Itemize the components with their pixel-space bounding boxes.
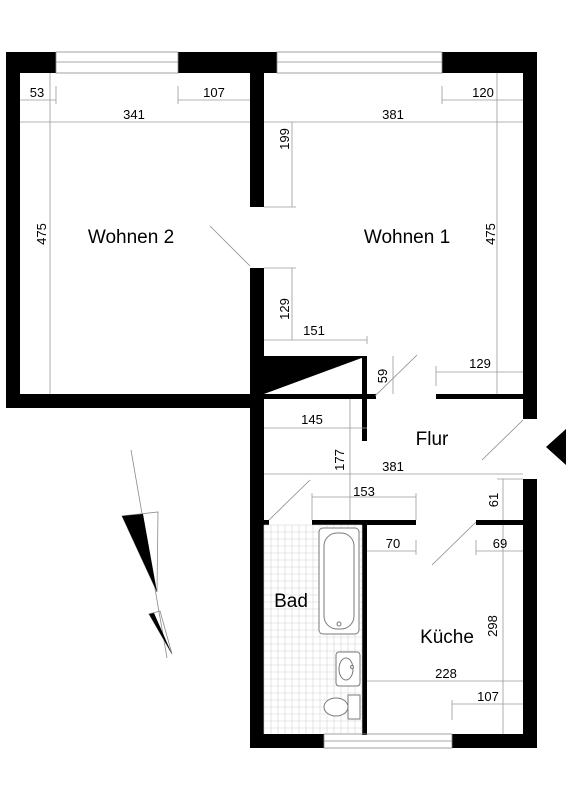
room-label-wohnen-1: Wohnen 1 xyxy=(364,227,450,248)
dim-w1-wall-top: 199 xyxy=(277,128,292,150)
dim-kitchen-right: 69 xyxy=(493,536,507,551)
room-labels: Wohnen 2 Wohnen 1 Flur Bad Küche xyxy=(88,227,474,648)
room-label-bad: Bad xyxy=(274,591,308,612)
sink-icon xyxy=(335,651,361,687)
dim-kitchen-depth: 298 xyxy=(485,615,500,637)
dim-kitchen-left: 70 xyxy=(386,536,400,551)
dim-w2-width: 341 xyxy=(123,107,145,122)
bathtub-icon xyxy=(318,527,360,635)
dimension-lines xyxy=(20,73,523,734)
north-arrow-icon xyxy=(121,449,173,659)
dim-w1-depth: 475 xyxy=(483,223,498,245)
dim-bad-door: 153 xyxy=(353,484,375,499)
room-label-kueche: Küche xyxy=(420,627,474,648)
dimension-labels: 53 107 341 475 199 381 120 475 129 151 1… xyxy=(30,85,507,704)
dim-w2-window-left: 53 xyxy=(30,85,44,100)
toilet-icon xyxy=(323,694,361,720)
door-swings xyxy=(209,225,524,566)
room-label-wohnen-2: Wohnen 2 xyxy=(88,227,174,248)
dim-flur-height: 177 xyxy=(332,449,347,471)
dim-kitchen-width: 228 xyxy=(435,666,457,681)
dim-w2-window-right: 107 xyxy=(203,85,225,100)
dim-flur-width: 381 xyxy=(382,459,404,474)
dim-w1-wall-bottom-width: 151 xyxy=(303,323,325,338)
dim-w1-right-wall: 129 xyxy=(469,356,491,371)
room-label-flur: Flur xyxy=(416,429,449,450)
windows xyxy=(55,51,453,749)
dim-closet-height: 59 xyxy=(375,369,390,383)
walls xyxy=(6,52,566,748)
dim-w1-wall-bottom: 129 xyxy=(277,298,292,320)
entrance-arrow-icon xyxy=(546,429,566,465)
dim-kitchen-upper: 61 xyxy=(486,493,501,507)
dim-w1-window-right: 120 xyxy=(472,85,494,100)
dim-w2-depth: 475 xyxy=(34,223,49,245)
dim-w1-width: 381 xyxy=(382,107,404,122)
dim-kitchen-window: 107 xyxy=(477,689,499,704)
dim-flur-left: 145 xyxy=(301,412,323,427)
